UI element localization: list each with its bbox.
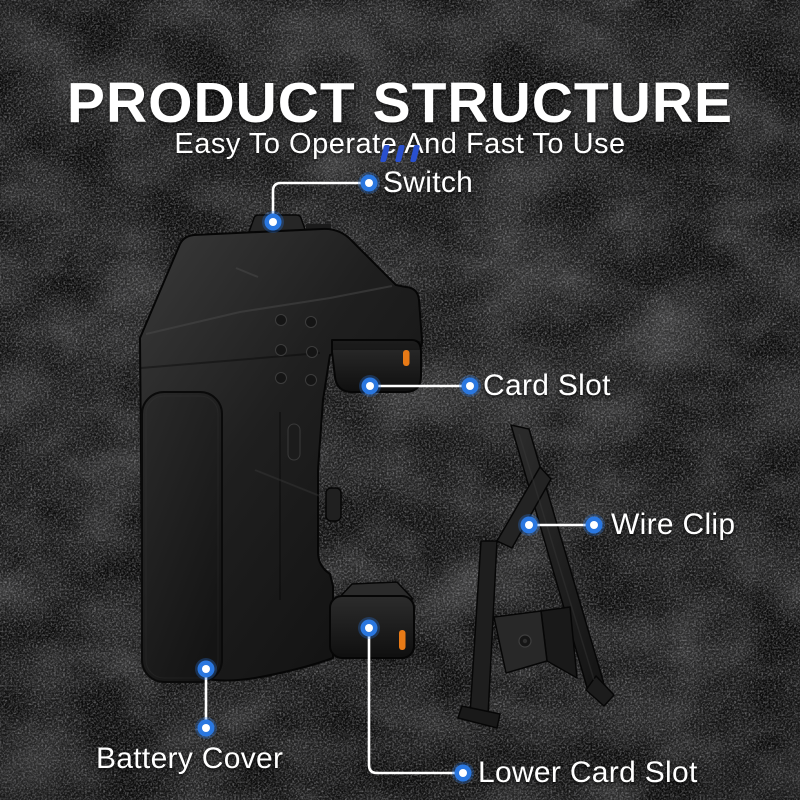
switch-target-dot: [262, 211, 284, 233]
card-slot-label-dot: [459, 375, 481, 397]
orange-marker-upper: [403, 350, 410, 366]
battery-cover-panel: [141, 391, 223, 683]
clip-vertical-arm: [469, 540, 498, 717]
card-slot-target-dot: [359, 375, 381, 397]
lower-card-slot-target-dot: [358, 617, 380, 639]
orange-marker-lower: [399, 630, 406, 650]
wire-clip-target-dot: [518, 514, 540, 536]
callout-label-card-slot: Card Slot: [483, 369, 611, 402]
callout-label-lower-card-slot: Lower Card Slot: [478, 756, 698, 789]
lower-card-slot-label-dot: [452, 762, 474, 784]
clip-arm-foot: [457, 705, 501, 729]
callout-wire-clip: [518, 514, 605, 536]
product-photo-tool: [139, 214, 424, 683]
clip-screw-center: [522, 638, 528, 644]
callout-switch: [262, 172, 380, 233]
slash-bar: [379, 145, 391, 162]
wire-clip-figure: [457, 424, 615, 729]
side-slot-detail: [287, 423, 301, 461]
page-title: PRODUCT STRUCTURE: [66, 71, 734, 136]
battery-cover-label-dot: [195, 717, 217, 739]
battery-cover-target-dot: [195, 658, 217, 680]
clip-web: [540, 606, 578, 679]
triple-slash-icon: [379, 145, 421, 162]
switch-label-dot: [358, 172, 380, 194]
switch-callout-line: [271, 181, 371, 221]
wire-clip-label-dot: [583, 514, 605, 536]
slash-bar: [394, 145, 406, 162]
callout-label-battery-cover: Battery Cover: [96, 742, 284, 775]
jaw-shadow: [333, 341, 421, 350]
callout-label-wire-clip: Wire Clip: [611, 508, 736, 541]
side-tab-detail: [325, 487, 342, 522]
callout-label-switch: Switch: [383, 166, 474, 199]
callout-battery-cover: [195, 658, 217, 739]
